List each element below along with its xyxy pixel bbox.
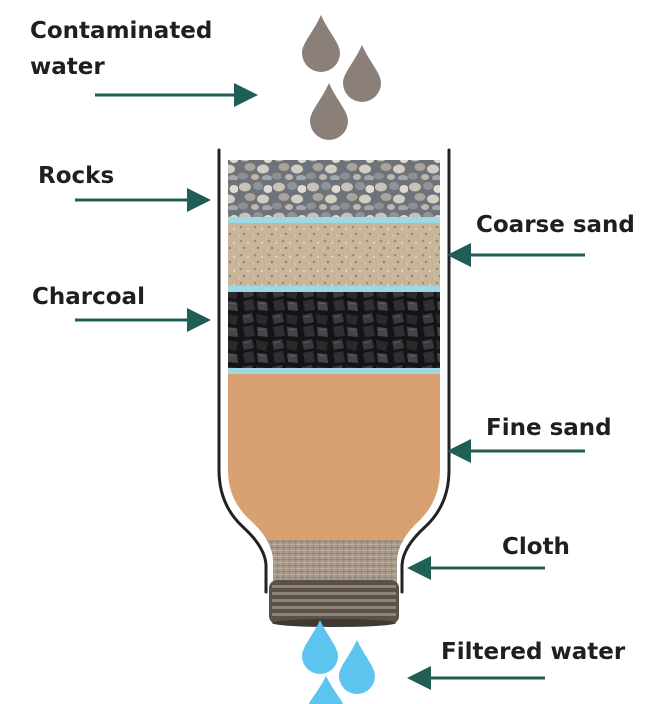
charcoal-layer (228, 292, 440, 368)
label-contaminated-water-line1: Contaminated (30, 18, 213, 44)
contaminated-drop-3 (310, 83, 348, 140)
filtered-water-drops (302, 620, 375, 704)
label-fine-sand: Fine sand (486, 415, 612, 441)
arrows (75, 83, 585, 690)
separator-3 (228, 368, 440, 374)
rocks-layer (228, 160, 440, 220)
separator-2 (228, 286, 440, 292)
filtered-drop-1 (302, 620, 338, 674)
bottle-cap (269, 580, 399, 627)
contaminated-drop-2 (343, 45, 381, 102)
contaminated-water-drops (302, 15, 381, 140)
label-charcoal: Charcoal (32, 284, 145, 310)
separator-1 (228, 217, 440, 223)
label-contaminated-water-line2: water (30, 54, 105, 80)
bottle-outline (217, 148, 451, 594)
label-rocks: Rocks (38, 163, 115, 189)
contaminated-drop-1 (302, 15, 340, 72)
coarse-sand-layer (228, 223, 440, 286)
fine-sand-layer (228, 374, 440, 544)
filtered-drop-2 (339, 640, 375, 694)
filtered-drop-3 (309, 676, 343, 704)
label-coarse-sand: Coarse sand (476, 212, 635, 238)
label-filtered-water: Filtered water (441, 639, 626, 665)
label-cloth: Cloth (502, 534, 570, 560)
